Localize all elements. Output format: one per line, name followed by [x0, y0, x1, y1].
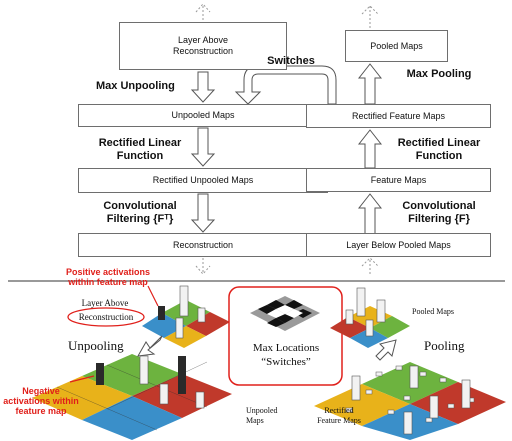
- reconstruction-label: Reconstruction: [78, 312, 134, 322]
- switches-label: Switches: [267, 55, 315, 67]
- negative-activations-note: Negative activations within feature map: [3, 386, 79, 416]
- pooled-maps-text: Pooled Maps: [370, 40, 423, 51]
- reconstruction-highlight: [67, 307, 145, 327]
- max-unpooling-label: Max Unpooling: [96, 80, 175, 92]
- unpooling-arrow: [137, 335, 163, 357]
- hollow-down-arrow: [190, 71, 216, 233]
- layer-above-reconstruction-box: Layer Above Reconstruction: [119, 22, 287, 70]
- switches-connector: [234, 65, 337, 105]
- dotted-arrow-bottom-left: [195, 258, 211, 275]
- unpooled-maps-grid: [32, 354, 232, 440]
- pooled-maps-grid: [330, 287, 410, 348]
- unpooled-maps-text: Unpooled Maps: [171, 110, 235, 120]
- hollow-up-arrow: [357, 63, 383, 235]
- conv-conv-label: Convolutional Filtering {F}: [402, 200, 476, 225]
- rectified-feature-maps-grid: [314, 362, 506, 440]
- positive-activations-note: Positive activations within feature map: [65, 267, 151, 287]
- conv-relu-label: Rectified Linear Function: [397, 137, 481, 162]
- deconv-relu-label: Rectified Linear Function: [98, 137, 182, 162]
- dotted-arrow-top-left: [195, 3, 211, 20]
- pooling-arrow: [375, 339, 397, 361]
- rectified-feature-maps-label: Rectified Feature Maps: [317, 406, 361, 425]
- pooled-maps-box: Pooled Maps: [345, 30, 448, 62]
- rectified-unpooled-maps-text: Rectified Unpooled Maps: [152, 175, 254, 185]
- positive-pointer: [147, 285, 159, 307]
- feature-maps-box: Feature Maps: [306, 168, 491, 192]
- rectified-unpooled-maps-box: Rectified Unpooled Maps: [78, 168, 328, 193]
- reconstruction-text: Reconstruction: [172, 239, 234, 250]
- unpooled-maps-label: Unpooled Maps: [246, 406, 278, 425]
- dotted-arrow-top-right: [361, 5, 379, 28]
- dotted-arrow-bottom-right: [361, 257, 379, 274]
- layer-above-label: Layer Above: [81, 298, 129, 308]
- negative-pointer: [69, 375, 95, 383]
- layer-below-pooled-maps-box: Layer Below Pooled Maps: [306, 233, 491, 257]
- pooling-label: Pooling: [424, 338, 465, 353]
- unpooled-maps-box: Unpooled Maps: [78, 104, 328, 127]
- feature-maps-text: Feature Maps: [370, 174, 427, 185]
- max-pooling-label: Max Pooling: [406, 68, 472, 80]
- rectified-feature-maps-box: Rectified Feature Maps: [306, 104, 491, 128]
- max-locations-box: [228, 286, 343, 386]
- pooled-maps-label: Pooled Maps: [412, 307, 454, 316]
- deconv-conv-label: Convolutional Filtering {Fᵀ}: [103, 200, 177, 225]
- layer-above-grid: [142, 285, 230, 348]
- reconstruction-box: Reconstruction: [78, 233, 328, 257]
- max-locations-label: Max Locations: [252, 342, 320, 354]
- unpooling-label: Unpooling: [68, 338, 124, 353]
- layer-above-reconstruction-text: Layer Above Reconstruction: [172, 35, 234, 56]
- rectified-feature-maps-text: Rectified Feature Maps: [351, 110, 446, 121]
- switches-quoted-label: “Switches”: [261, 356, 311, 368]
- layer-below-pooled-maps-text: Layer Below Pooled Maps: [346, 239, 451, 250]
